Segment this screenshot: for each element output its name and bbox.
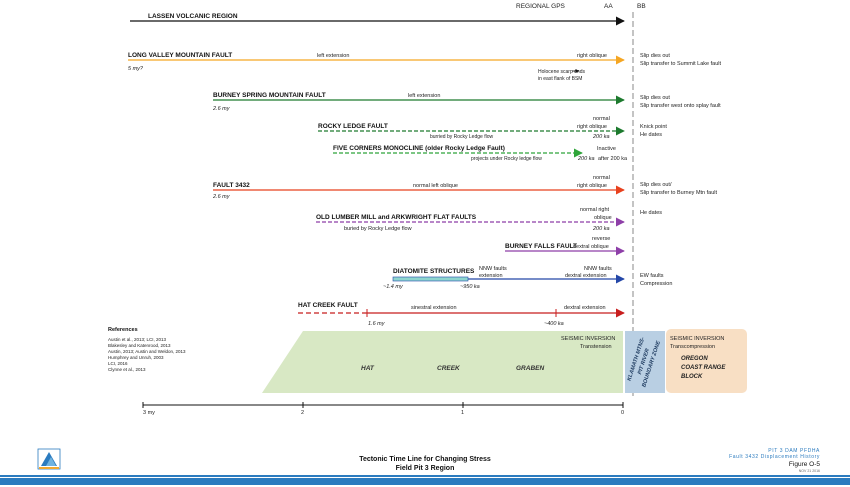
old-lumber-mill-note-line1: He dates [640, 210, 662, 216]
klamath-boundary-zone [625, 331, 665, 393]
burney-spring-age: 2.6 my [212, 106, 231, 112]
reference-item: Austin, 2013; Austin and Weldon, 2013 [108, 349, 186, 354]
oregon-line2: COAST RANGE [681, 365, 726, 371]
hat-creek-label-400ka: ~400 ka [544, 321, 564, 327]
diatomite-label-extension: extension [479, 273, 503, 279]
burney-falls-label-dextral-oblique: dextral oblique [573, 244, 609, 250]
graben-word-graben: GRABEN [516, 365, 544, 372]
fault-3432-note-line2: Slip transfer to Burney Mtn fault [640, 190, 718, 196]
oregon-line3: BLOCK [681, 374, 703, 380]
fault-name-hat-creek: HAT CREEK FAULT [298, 302, 358, 309]
burney-falls-label-reverse: reverse [592, 236, 610, 242]
diatomite-label-950ka: ~950 ka [460, 284, 480, 290]
references-title: References [108, 327, 138, 333]
scarp-note-line2: in east flank of BSM [538, 76, 582, 82]
diatomite-label-nnw-faults: NNW faults [479, 266, 507, 272]
scarp-note-line1: Holocene scarp ends [538, 69, 585, 75]
reference-item: LCI, 2016 [108, 361, 128, 366]
oregon-line1: OREGON [681, 356, 708, 362]
rocky-ledge-note-line1: Knick point [640, 124, 667, 130]
five-corners-label-200ka: 200 ka [577, 156, 595, 162]
rocky-ledge-label-200ka: 200 ka [592, 134, 610, 140]
diatomite-extension-box [392, 276, 469, 282]
diatomite-note-line2: Compression [640, 281, 672, 287]
diatomite-note-line1: EW faults [640, 273, 664, 279]
five-corners-label-projects: projects under Rocky ledge flow [471, 156, 542, 162]
footer-project: PIT 3 DAM PFDHA [768, 448, 820, 454]
five-corners-label-inactive: Inactive [597, 146, 616, 152]
oregon-inversion-title: SEISMIC INVERSION [670, 336, 724, 342]
rocky-ledge-note-line2: He dates [640, 132, 662, 138]
burney-spring-note-line2: Slip transfer west onto splay fault [640, 103, 721, 109]
fault-name-diatomite: DIATOMITE STRUCTURES [393, 268, 475, 275]
fault-3432-label-normal: normal [593, 175, 610, 181]
axis-tick-label: 0 [621, 410, 624, 416]
hat-creek-age: 1.6 my [368, 321, 386, 327]
footer-rule-thick [0, 478, 850, 485]
axis-tick-label: 2 [301, 410, 304, 416]
header-bb: BB [637, 3, 646, 10]
footer-figure-number: Figure O-5 [789, 461, 820, 468]
footer-title-line1: Tectonic Time Line for Changing Stress [359, 456, 491, 463]
fault-3432-label-normal-left-oblique: normal left oblique [413, 183, 458, 189]
fault-name-long-valley: LONG VALLEY MOUNTAIN FAULT [128, 52, 232, 59]
axis-tick-label: 1 [461, 410, 464, 416]
footer-subject: Fault 3432 Displacement History [729, 454, 820, 460]
footer-rule-thin [0, 475, 850, 477]
footer-title-line2: Field Pit 3 Region [396, 465, 455, 472]
old-lumber-mill-label-buried: buried by Rocky Ledge flow [344, 226, 412, 232]
rocky-ledge-label-normal: normal [593, 116, 610, 122]
company-logo [37, 448, 61, 470]
fault-3432-age: 2.6 my [212, 194, 231, 200]
hat-creek-label-dextral-extension: dextral extension [564, 305, 606, 311]
fault-name-five-corners: FIVE CORNERS MONOCLINE (older Rocky Ledg… [333, 145, 505, 152]
fault-name-lassen: LASSEN VOLCANIC REGION [148, 13, 238, 20]
old-lumber-mill-label-normal-right: normal right [580, 207, 610, 213]
fault-name-rocky-ledge: ROCKY LEDGE FAULT [318, 123, 388, 130]
diatomite-label-dextral-extension: dextral extension [565, 273, 607, 279]
long-valley-note-line2: Slip transfer to Summit Lake fault [640, 61, 721, 67]
old-lumber-mill-label-200ka: 200 ka [592, 226, 610, 232]
hat-creek-graben-region [262, 331, 623, 393]
diatomite-label-nnw-faults-right: NNW faults [584, 266, 612, 272]
reference-item: Blakesley and Katenrood, 2013 [108, 343, 171, 348]
header-aa: AA [604, 3, 613, 10]
reference-item: Austin et al., 2013; LCI, 2013 [108, 337, 167, 342]
reference-item: Clynne et al., 2013 [108, 367, 146, 372]
long-valley-note-line1: Slip dies out [640, 53, 670, 59]
rocky-ledge-label-right-oblique: right oblique [577, 124, 607, 130]
fault-name-old-lumber-mill: OLD LUMBER MILL and ARKWRIGHT FLAT FAULT… [316, 214, 477, 221]
long-valley-label-right-oblique: right oblique [577, 53, 607, 59]
rocky-ledge-label-buried: burried by Rocky Ledge flow [430, 134, 493, 140]
graben-word-hat: HAT [361, 365, 375, 372]
oregon-inversion-sub: Transcompression [670, 344, 715, 350]
footer-date: NOV 21 2016 [799, 469, 820, 473]
fault-3432-note-line1: Slip dies out/ [640, 182, 672, 188]
diatomite-age: ~1.4 my [383, 284, 404, 290]
long-valley-label-left-extension: left extension [317, 53, 349, 59]
fault-name-burney-falls: BURNEY FALLS FAULT [505, 243, 577, 250]
graben-inversion-sub: Transtension [580, 344, 612, 350]
hat-creek-label-sinestral-extension: sinestral extension [411, 305, 457, 311]
fault-name-burney-spring: BURNEY SPRING MOUNTAIN FAULT [213, 92, 326, 99]
old-lumber-mill-label-oblique: oblique [594, 215, 612, 221]
long-valley-age: 5 my? [128, 66, 144, 72]
fault-name-3432: FAULT 3432 [213, 182, 250, 189]
axis-tick-label: 3 my [143, 410, 155, 416]
burney-spring-label-left-extension: left extension [408, 93, 440, 99]
header-regional-gps: REGIONAL GPS [516, 3, 566, 10]
graben-word-creek: CREEK [437, 365, 461, 372]
graben-inversion-title: SEISMIC INVERSION [561, 336, 615, 342]
fault-3432-label-right-oblique: right oblique [577, 183, 607, 189]
five-corners-label-after-200ka: after 200 ka [598, 156, 628, 162]
oregon-coast-range-block [666, 329, 747, 393]
reference-item: Humphrey and Unruh, 2003 [108, 355, 164, 360]
burney-spring-note-line1: Slip dies out [640, 95, 670, 101]
